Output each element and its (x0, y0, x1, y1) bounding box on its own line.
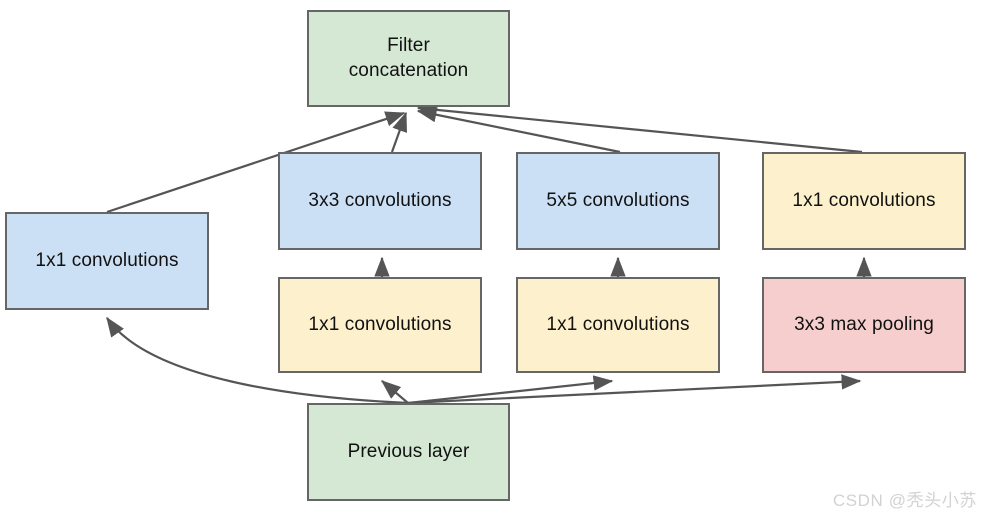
edge-prev-to-maxpool (407, 374, 862, 405)
node-label: 1x1 convolutions (308, 313, 452, 335)
node-label: Previous layer (347, 440, 470, 462)
node-conv3x3[interactable]: 3x3 convolutions (278, 152, 482, 250)
node-conv1x1-right[interactable]: 1x1 convolutions (762, 152, 966, 250)
edge-conv3x3-to-concat (390, 111, 408, 153)
node-maxpool3x3[interactable]: 3x3 max pooling (762, 277, 966, 373)
node-label: Filter concatenation (348, 35, 469, 81)
node-filter-concatenation[interactable]: Filter concatenation (307, 10, 510, 107)
edge-conv1x1-right-to-concat (416, 102, 863, 154)
edge-conv5x5-to-concat (416, 107, 621, 154)
edge-prev-to-conv1x1-mid-left (380, 380, 409, 404)
node-conv1x1-mid-right[interactable]: 1x1 convolutions (516, 277, 720, 373)
node-label: 1x1 convolutions (35, 249, 179, 271)
edge-prev-to-conv1x1-mid-right (407, 375, 614, 405)
node-label: 1x1 convolutions (792, 189, 936, 211)
node-label: 3x3 convolutions (308, 189, 452, 211)
node-label: 3x3 max pooling (794, 313, 934, 335)
node-label: 1x1 convolutions (546, 313, 690, 335)
node-conv5x5[interactable]: 5x5 convolutions (516, 152, 720, 250)
node-label: 5x5 convolutions (546, 189, 690, 211)
node-conv1x1-mid-left[interactable]: 1x1 convolutions (278, 277, 482, 373)
watermark-text: CSDN @秃头小苏 (832, 491, 977, 510)
node-conv1x1-left[interactable]: 1x1 convolutions (5, 212, 209, 310)
node-previous-layer[interactable]: Previous layer (307, 403, 510, 501)
